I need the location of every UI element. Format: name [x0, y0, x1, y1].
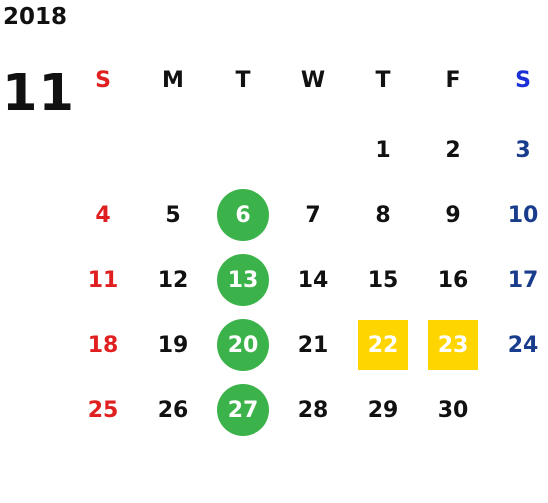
- day-number: 15: [367, 268, 399, 293]
- day-number: 30: [437, 398, 469, 423]
- day-cell[interactable]: 21: [278, 313, 348, 378]
- weekday-header: S: [68, 48, 138, 113]
- day-number: 29: [367, 398, 399, 423]
- day-number: 18: [87, 333, 119, 358]
- day-number: 26: [157, 398, 189, 423]
- weekday-label: F: [445, 68, 461, 93]
- day-number: 24: [507, 333, 539, 358]
- day-number: 14: [297, 268, 329, 293]
- weekday-label: T: [375, 68, 391, 93]
- day-number: 16: [437, 268, 469, 293]
- day-cell[interactable]: 15: [348, 248, 418, 313]
- day-number: 22: [367, 333, 399, 358]
- year-label: 2018: [3, 4, 68, 30]
- weekday-header: S: [488, 48, 548, 113]
- day-cell[interactable]: 29: [348, 378, 418, 443]
- day-cell[interactable]: 2: [418, 118, 488, 183]
- day-cell[interactable]: 9: [418, 183, 488, 248]
- weekday-header: M: [138, 48, 208, 113]
- highlight-circle: [217, 189, 269, 241]
- day-cell[interactable]: 11: [68, 248, 138, 313]
- day-cell[interactable]: 5: [138, 183, 208, 248]
- highlight-square: [358, 320, 408, 370]
- day-cell[interactable]: 13: [208, 248, 278, 313]
- highlight-circle: [217, 384, 269, 436]
- day-cell[interactable]: 19: [138, 313, 208, 378]
- day-number: 21: [297, 333, 329, 358]
- day-number: 20: [227, 333, 259, 358]
- day-number: 25: [87, 398, 119, 423]
- day-cell[interactable]: 18: [68, 313, 138, 378]
- day-number: 3: [515, 138, 531, 163]
- day-cell[interactable]: 12: [138, 248, 208, 313]
- highlight-circle: [217, 254, 269, 306]
- day-number: 17: [507, 268, 539, 293]
- month-label: 11: [2, 64, 75, 123]
- day-cell[interactable]: 23: [418, 313, 488, 378]
- day-cell[interactable]: 20: [208, 313, 278, 378]
- day-cell[interactable]: 25: [68, 378, 138, 443]
- weekday-label: T: [235, 68, 251, 93]
- weekday-label: W: [300, 68, 326, 93]
- day-number: 12: [157, 268, 189, 293]
- weekday-label: S: [515, 68, 531, 93]
- day-number: 8: [375, 203, 391, 228]
- day-number: 27: [227, 398, 259, 423]
- highlight-circle: [217, 319, 269, 371]
- day-number: 7: [305, 203, 321, 228]
- day-cell[interactable]: 4: [68, 183, 138, 248]
- day-cell[interactable]: 28: [278, 378, 348, 443]
- day-cell[interactable]: 14: [278, 248, 348, 313]
- day-cell[interactable]: 3: [488, 118, 548, 183]
- day-number: 13: [227, 268, 259, 293]
- day-cell[interactable]: 16: [418, 248, 488, 313]
- day-cell[interactable]: 30: [418, 378, 488, 443]
- day-number: 6: [235, 203, 251, 228]
- highlight-square: [428, 320, 478, 370]
- day-cell[interactable]: 7: [278, 183, 348, 248]
- weekday-label: M: [162, 68, 184, 93]
- day-number: 19: [157, 333, 189, 358]
- day-number: 23: [437, 333, 469, 358]
- day-number: 10: [507, 203, 539, 228]
- day-cell[interactable]: 6: [208, 183, 278, 248]
- day-number: 5: [165, 203, 181, 228]
- weekday-header: T: [348, 48, 418, 113]
- day-number: 2: [445, 138, 461, 163]
- day-cell[interactable]: 27: [208, 378, 278, 443]
- day-cell[interactable]: 22: [348, 313, 418, 378]
- day-cell[interactable]: 8: [348, 183, 418, 248]
- weekday-label: S: [95, 68, 111, 93]
- day-cell[interactable]: 17: [488, 248, 548, 313]
- day-number: 11: [87, 268, 119, 293]
- weekday-header: F: [418, 48, 488, 113]
- weekday-header: W: [278, 48, 348, 113]
- day-cell[interactable]: 24: [488, 313, 548, 378]
- weekday-header: T: [208, 48, 278, 113]
- day-number: 28: [297, 398, 329, 423]
- day-cell[interactable]: 1: [348, 118, 418, 183]
- day-number: 4: [95, 203, 111, 228]
- day-number: 1: [375, 138, 391, 163]
- day-cell[interactable]: 10: [488, 183, 548, 248]
- day-cell[interactable]: 26: [138, 378, 208, 443]
- day-number: 9: [445, 203, 461, 228]
